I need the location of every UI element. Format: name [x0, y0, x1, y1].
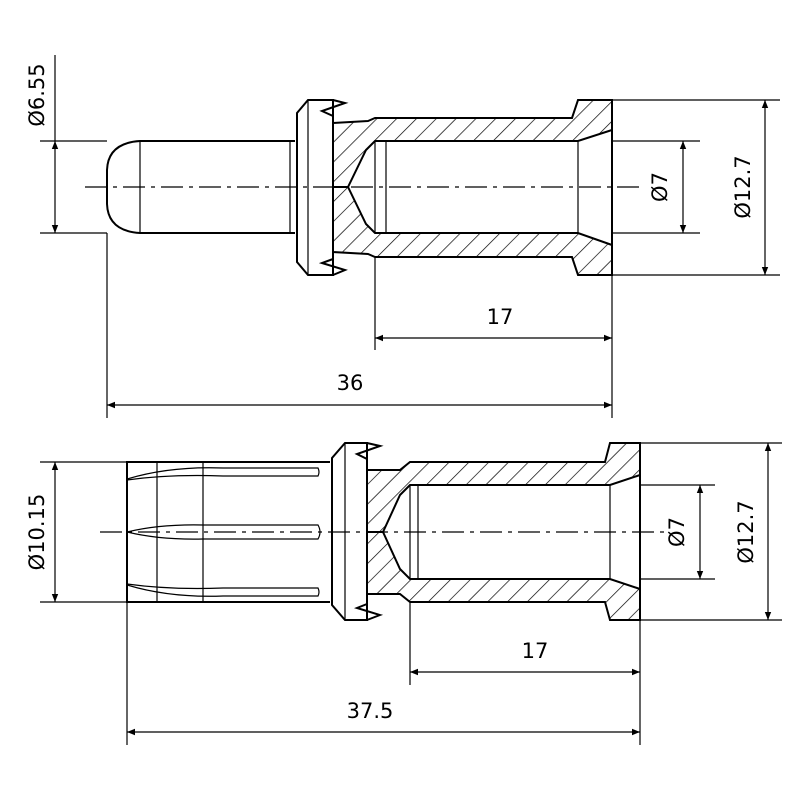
bottom-part: Ø10.15 Ø7 Ø12.7 17 37.5	[25, 442, 782, 745]
barb-top	[354, 442, 384, 460]
dim-pin-diameter: Ø6.55	[25, 63, 49, 126]
dim-outer-diameter: Ø12.7	[731, 155, 755, 218]
section-upper	[366, 442, 641, 533]
section-lower	[366, 531, 641, 621]
barb-top	[319, 99, 349, 117]
slot-top	[126, 467, 320, 481]
dim-bore-diameter: Ø7	[648, 172, 672, 202]
barb-bottom	[353, 603, 384, 621]
dim-bore-length: 17	[487, 305, 514, 329]
dim-overall-length: 36	[337, 371, 364, 395]
top-part: Ø6.55 Ø7 Ø12.7 17 36	[25, 55, 780, 418]
dim-socket-diameter: Ø10.15	[25, 494, 49, 571]
dim-overall-length: 37.5	[347, 699, 394, 723]
slot-bottom	[126, 583, 320, 597]
dim-bore-diameter: Ø7	[665, 517, 689, 547]
dim-bore-length: 17	[522, 639, 549, 663]
barb-bottom	[318, 258, 348, 276]
dim-outer-diameter: Ø12.7	[734, 500, 758, 563]
